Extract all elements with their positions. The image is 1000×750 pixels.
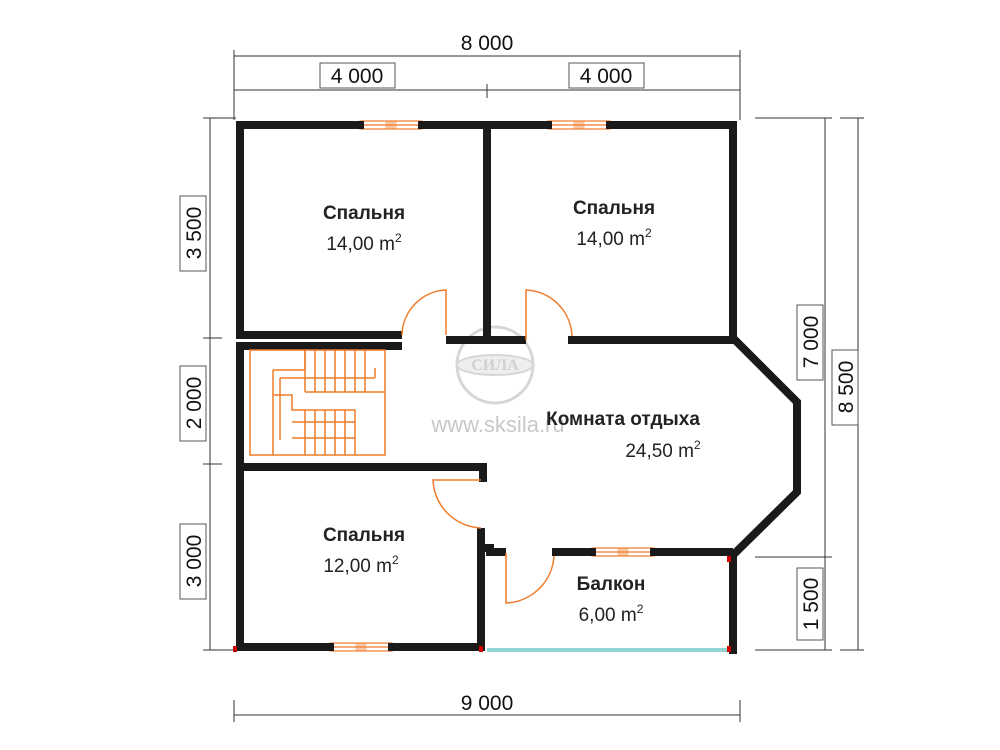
room-name-bedroom-2: Спальня xyxy=(573,198,655,219)
room-area-balcony: 6,00 m2 xyxy=(579,602,644,626)
dimension-labels: 8 000 4 000 4 000 9 000 3 500 2 000 3 00… xyxy=(179,32,859,715)
dim-label-top-right: 4 000 xyxy=(580,65,633,88)
room-name-living: Комната отдыха xyxy=(546,409,700,430)
stair-outline xyxy=(273,350,306,371)
stair-landing xyxy=(273,394,356,455)
window-balcony xyxy=(591,547,655,557)
dim-label-right-total: 8 500 xyxy=(835,361,858,414)
room-area-bedroom-3: 12,00 m2 xyxy=(323,553,399,577)
wall-bottom-middle xyxy=(388,544,494,651)
dim-label-left-bottom: 3 000 xyxy=(183,535,206,588)
dim-label-box xyxy=(796,567,824,641)
room-name-bedroom-1: Спальня xyxy=(323,203,405,224)
stair-frame xyxy=(249,349,386,456)
room-name-balcony: Балкон xyxy=(577,574,646,595)
door-bedroom1 xyxy=(401,289,447,336)
room-name-bedroom-3: Спальня xyxy=(323,525,405,546)
dim-label-box xyxy=(831,349,859,426)
dim-label-box xyxy=(179,523,207,600)
dim-label-box xyxy=(568,62,645,89)
watermark-logo-text: СИЛА xyxy=(471,357,519,374)
door-bedroom3 xyxy=(432,479,482,529)
room-area-bedroom-2: 14,00 m2 xyxy=(576,226,652,250)
wall-outer-left-bottom xyxy=(236,466,334,651)
windows xyxy=(329,120,655,652)
dim-label-right-upper: 7 000 xyxy=(800,316,823,369)
room-area-bedroom-1: 14,00 m2 xyxy=(326,231,402,255)
corner-marks xyxy=(233,556,731,652)
dim-label-right-lower: 1 500 xyxy=(800,578,823,631)
dim-label-bottom-total: 9 000 xyxy=(461,692,514,715)
dim-label-box xyxy=(319,62,396,89)
watermark-url: www.sksila.ru xyxy=(430,412,564,437)
window-bottom-left xyxy=(329,642,393,652)
door-balcony xyxy=(505,553,555,604)
window-top-left xyxy=(359,120,423,130)
window-top-right xyxy=(547,120,611,130)
dimension-lines xyxy=(203,50,864,722)
dim-label-top-total: 8 000 xyxy=(461,32,514,55)
dim-label-box xyxy=(179,195,207,272)
dim-label-left-top: 3 500 xyxy=(183,207,206,260)
doors xyxy=(401,289,573,604)
watermark-logo-band xyxy=(456,354,534,376)
door-bedroom2 xyxy=(525,289,573,340)
dim-label-top-left: 4 000 xyxy=(331,65,384,88)
dim-label-left-middle: 2 000 xyxy=(183,377,206,430)
walls xyxy=(236,121,801,654)
dim-label-box xyxy=(796,304,824,381)
wall-outer-top-left xyxy=(236,121,364,339)
wall-bedroom3-top xyxy=(240,463,487,482)
staircase xyxy=(249,349,386,456)
room-area-living: 24,50 m2 xyxy=(625,438,701,462)
room-labels: Спальня 14,00 m2 Спальня 14,00 m2 Комнат… xyxy=(323,198,701,626)
dim-label-box xyxy=(179,365,207,442)
watermark: СИЛА www.sksila.ru xyxy=(430,325,565,437)
